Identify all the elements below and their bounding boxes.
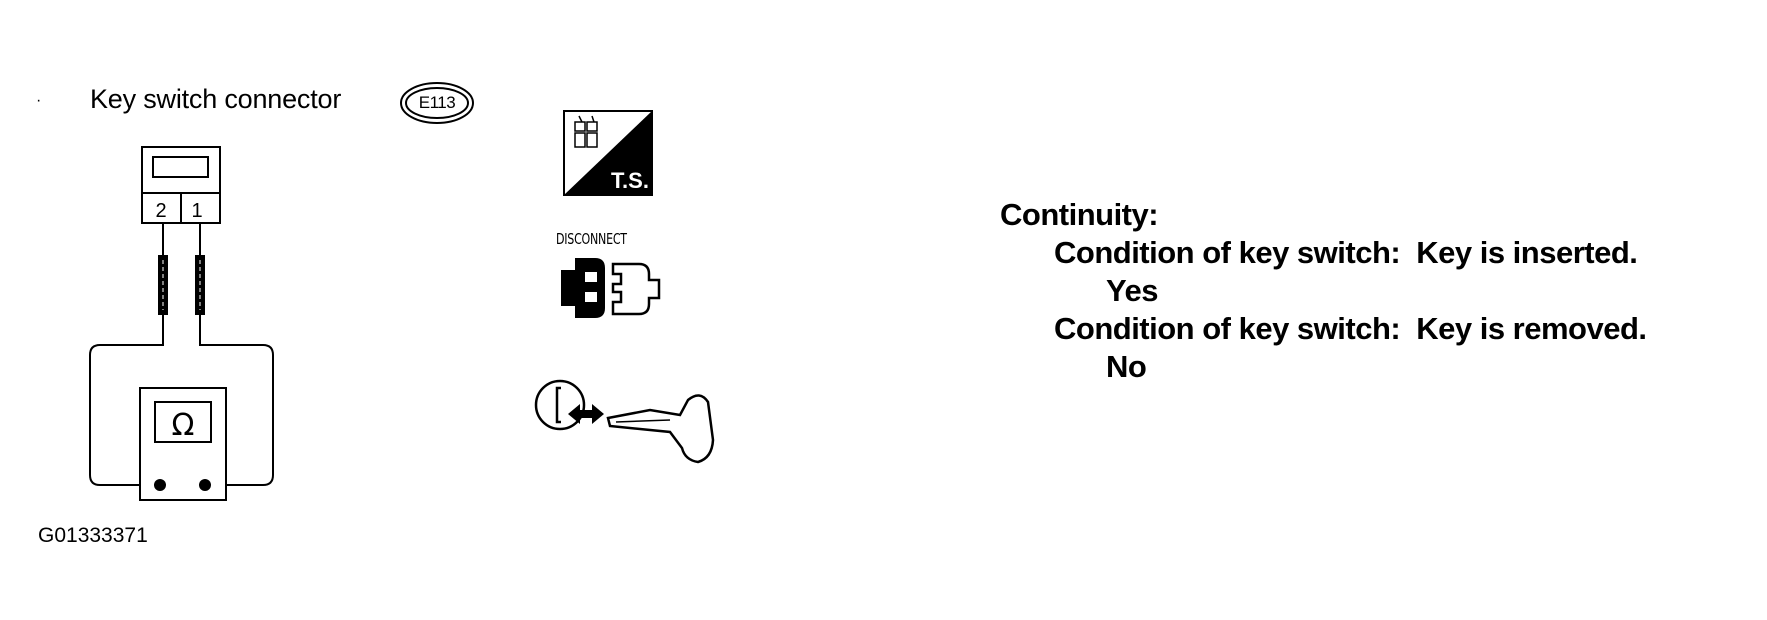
terminal-label-1: 1 xyxy=(191,200,202,222)
ohmmeter-body xyxy=(139,387,227,501)
disconnect-connector-icon xyxy=(561,258,661,318)
connector-latch xyxy=(152,156,209,178)
connector-id: E113 xyxy=(418,93,456,112)
continuity-circuit-diagram: 2 1 Ω xyxy=(89,146,274,501)
lead-wire-right xyxy=(199,315,274,486)
continuity-value-removed: No xyxy=(1106,349,1147,384)
connector-id-badge: E113 xyxy=(399,81,475,125)
key-insert-icon xyxy=(534,379,715,464)
bullet: · xyxy=(36,92,42,109)
continuity-result: Continuity: Condition of key switch: Key … xyxy=(1000,196,1647,386)
terminal-label-2: 2 xyxy=(155,200,166,222)
condition-row-inserted: Condition of key switch: Key is inserted. xyxy=(1000,234,1647,272)
meter-jack-right xyxy=(199,479,211,491)
disconnect-label: DISCONNECT xyxy=(556,230,627,248)
meter-jack-left xyxy=(154,479,166,491)
continuity-value-inserted: Yes xyxy=(1106,273,1158,308)
continuity-heading: Continuity: xyxy=(1000,197,1159,232)
condition-label: Condition of key switch: xyxy=(1054,235,1401,270)
ohmmeter-display xyxy=(154,401,212,443)
ohm-symbol: Ω xyxy=(172,408,195,443)
condition-value: Key is removed. xyxy=(1416,311,1647,346)
lead-wire-left xyxy=(89,315,164,486)
condition-value: Key is inserted. xyxy=(1416,235,1638,270)
figure-id: G01333371 xyxy=(38,524,148,547)
condition-row-removed: Condition of key switch: Key is removed. xyxy=(1000,310,1647,348)
ts-connector-icon xyxy=(563,110,653,196)
connector-title: Key switch connector xyxy=(90,84,342,114)
condition-label: Condition of key switch: xyxy=(1054,311,1401,346)
ts-label: T.S. xyxy=(611,168,649,193)
